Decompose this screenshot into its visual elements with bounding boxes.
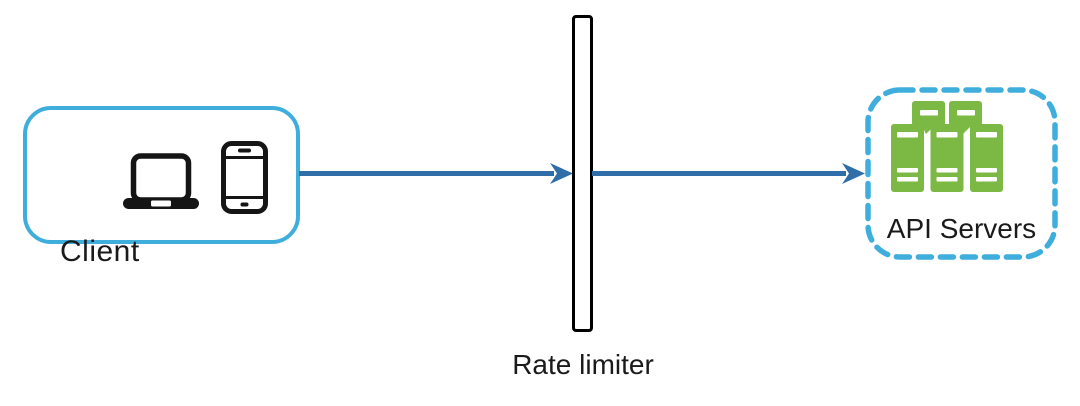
smartphone-icon bbox=[221, 141, 268, 214]
arrow-rate-limiter-to-api-servers bbox=[592, 163, 865, 184]
arrow-client-to-rate-limiter bbox=[299, 163, 573, 184]
api-servers-label: API Servers bbox=[886, 213, 1037, 244]
server-cluster-icon bbox=[891, 101, 1003, 192]
rate-limiter-node bbox=[572, 15, 593, 332]
client-node-label: Client bbox=[60, 235, 140, 268]
rate-limiter-label: Rate limiter bbox=[512, 349, 654, 380]
laptop-icon bbox=[123, 153, 199, 209]
client-node: Client bbox=[23, 106, 300, 268]
